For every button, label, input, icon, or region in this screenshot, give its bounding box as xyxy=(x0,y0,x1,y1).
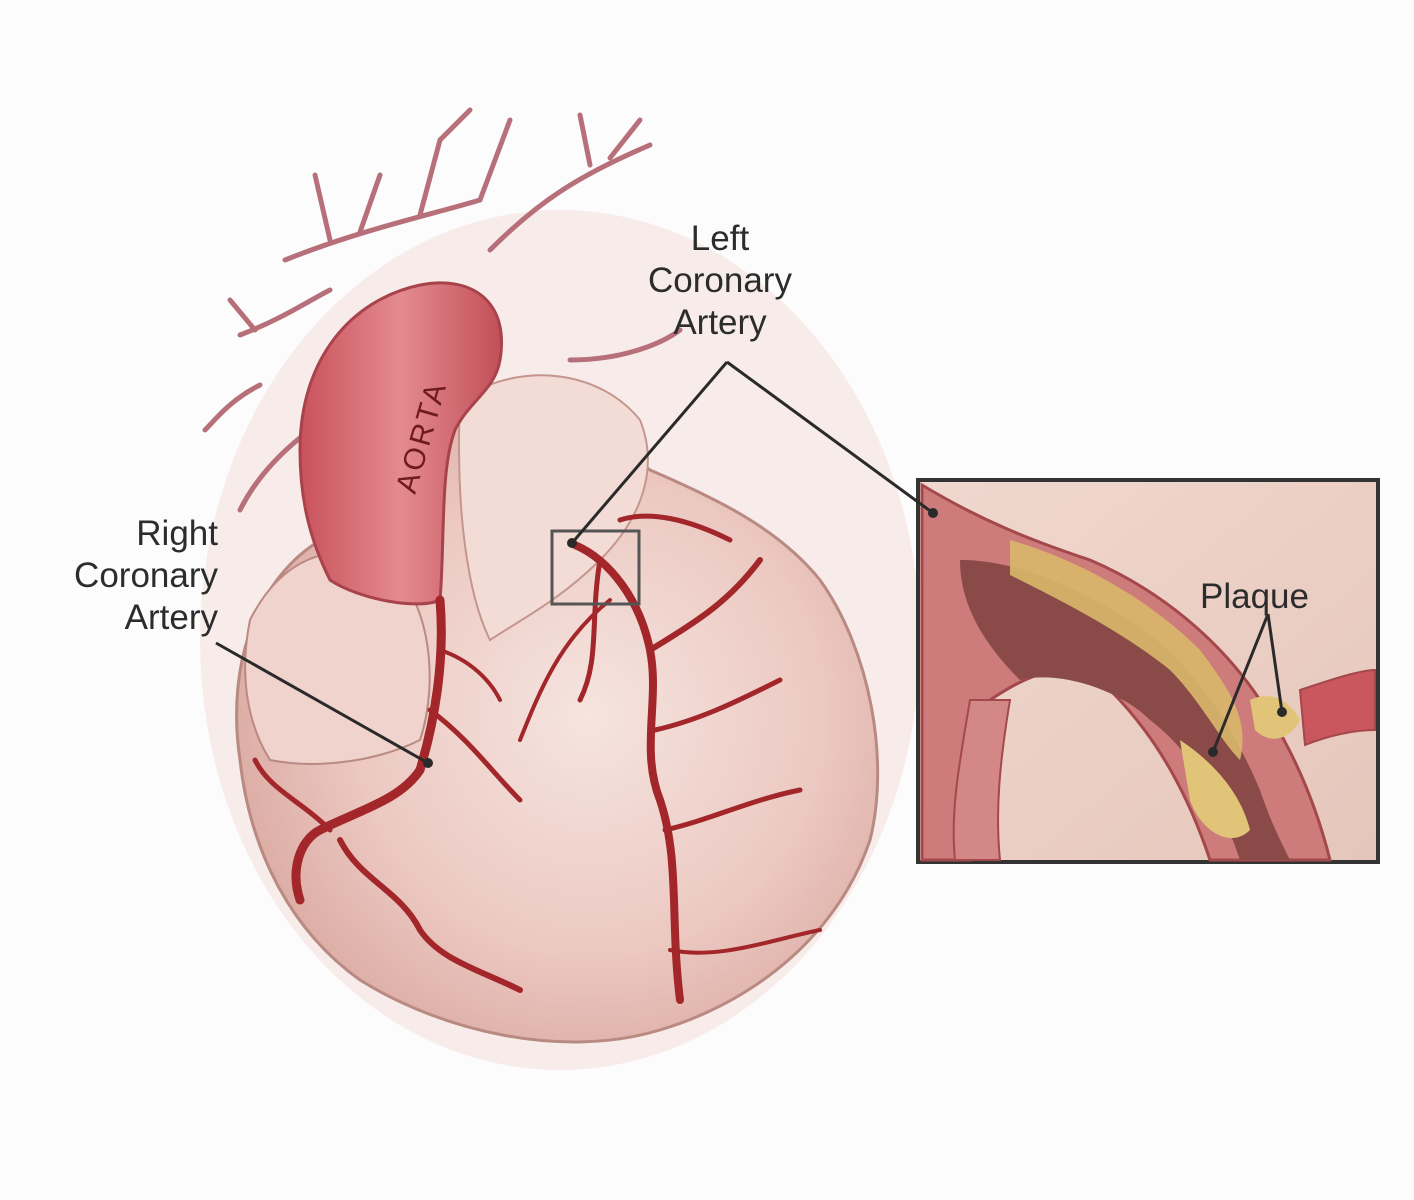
detail-marker-box xyxy=(550,529,641,606)
upper-vessels xyxy=(202,107,683,513)
aorta xyxy=(298,281,503,606)
leader-lines xyxy=(215,360,1284,765)
plaque-label: Plaque xyxy=(1200,577,1309,616)
label-line: Coronary xyxy=(648,261,792,300)
plaque-inset xyxy=(916,478,1380,864)
label-line: Right xyxy=(136,514,218,553)
label-line: Artery xyxy=(673,303,767,342)
left-coronary-artery-label: Left Coronary Artery xyxy=(620,218,820,344)
leader-dots xyxy=(423,508,1287,768)
right-coronary-artery-label: Right Coronary Artery xyxy=(18,513,218,639)
label-line: Left xyxy=(690,219,750,258)
label-line: Coronary xyxy=(74,556,218,595)
label-line: Artery xyxy=(124,598,218,637)
coronary-arteries xyxy=(252,513,822,1004)
